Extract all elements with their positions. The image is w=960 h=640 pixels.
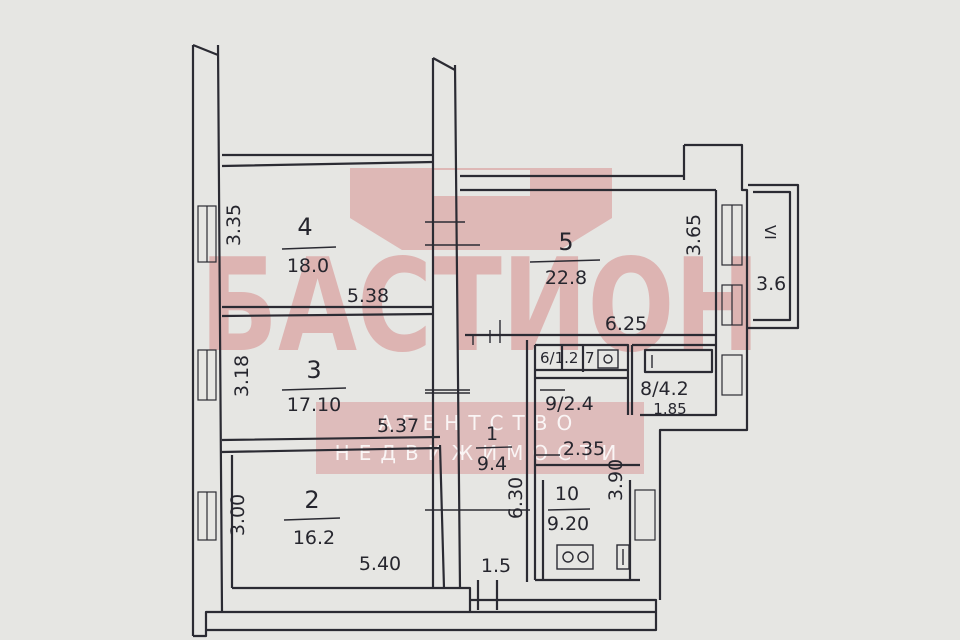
- room3-room2-walls: [221, 435, 446, 589]
- sink-icon: [616, 544, 630, 570]
- room2-area: 16.2: [293, 527, 335, 549]
- corridor-length-dim: 6.30: [505, 477, 527, 519]
- room9-label: 9/2.4: [545, 393, 594, 415]
- room4-divider: [281, 246, 337, 250]
- room10-number: 10: [555, 483, 579, 505]
- left-exterior-wall: [191, 43, 224, 636]
- room2-number: 2: [304, 486, 319, 514]
- room5-area: 22.8: [545, 267, 587, 289]
- room5-walls: [460, 174, 716, 337]
- windows: [197, 204, 743, 541]
- room3-divider: [281, 387, 347, 391]
- room3-width-dim: 5.37: [377, 415, 419, 437]
- room2-divider: [283, 517, 341, 521]
- stove-icon: [556, 544, 594, 570]
- room4-width-dim: 5.38: [347, 285, 389, 307]
- room8-width-dim: 1.85: [653, 400, 686, 418]
- balcony-number: VI: [761, 225, 779, 240]
- bottom-exterior-wall: [193, 586, 658, 638]
- room1-divider: [475, 446, 513, 449]
- room5-height-dim: 3.65: [683, 214, 705, 256]
- room10-top-dim: 2.35: [563, 438, 605, 460]
- central-wall: [431, 57, 462, 589]
- balcony-area: 3.6: [756, 273, 786, 295]
- watermark-subtitle-line2: НЕДВИЖИМОСТИ: [335, 441, 626, 465]
- room2-height-dim: 3.00: [227, 494, 249, 536]
- room3-area: 17.10: [287, 394, 341, 416]
- room3-height-dim: 3.18: [231, 355, 253, 397]
- watermark-subtitle-line1: АГЕНТСТВО: [379, 411, 581, 435]
- door-marks: [425, 221, 565, 511]
- balcony-walls: [748, 183, 800, 330]
- room6-label: 6/1.2: [540, 349, 578, 367]
- room4-number: 4: [297, 213, 312, 241]
- room4-area: 18.0: [287, 255, 329, 277]
- room3-number: 3: [306, 356, 321, 384]
- toilet-icon: [597, 349, 619, 369]
- watermark-crown-shape: [350, 168, 612, 250]
- room10-area: 9.20: [547, 513, 589, 535]
- corridor-width-dim: 1.5: [481, 555, 511, 577]
- room5-number: 5: [558, 228, 573, 256]
- right-exterior-wall: [640, 143, 749, 600]
- room8-label: 8/4.2: [640, 378, 689, 400]
- room4-height-dim: 3.35: [223, 204, 245, 246]
- room5-divider: [529, 259, 601, 263]
- corridor-walls: [476, 340, 640, 610]
- room2-width-dim: 5.40: [359, 553, 401, 575]
- room10-height-dim: 3.90: [605, 459, 627, 501]
- room7-label: 7: [585, 349, 595, 367]
- room10-divider: [547, 508, 591, 511]
- walls: [191, 43, 800, 638]
- room-labels: 4 18.0 5 22.8 3 17.10 2 16.2 1 9.4 10 9.…: [281, 213, 786, 549]
- agency-watermark: БАСТИОН АГЕНТСТВО НЕДВИЖИМОСТИ: [200, 168, 760, 474]
- room1-number: 1: [486, 423, 498, 445]
- room5-width-dim: 6.25: [605, 313, 647, 335]
- room4-walls: [221, 153, 434, 318]
- dimension-labels: 3.35 5.38 3.65 6.25 3.18 5.37 3.00 5.40 …: [223, 204, 705, 577]
- wet-room-walls: [535, 343, 716, 415]
- room1-area: 9.4: [477, 453, 507, 475]
